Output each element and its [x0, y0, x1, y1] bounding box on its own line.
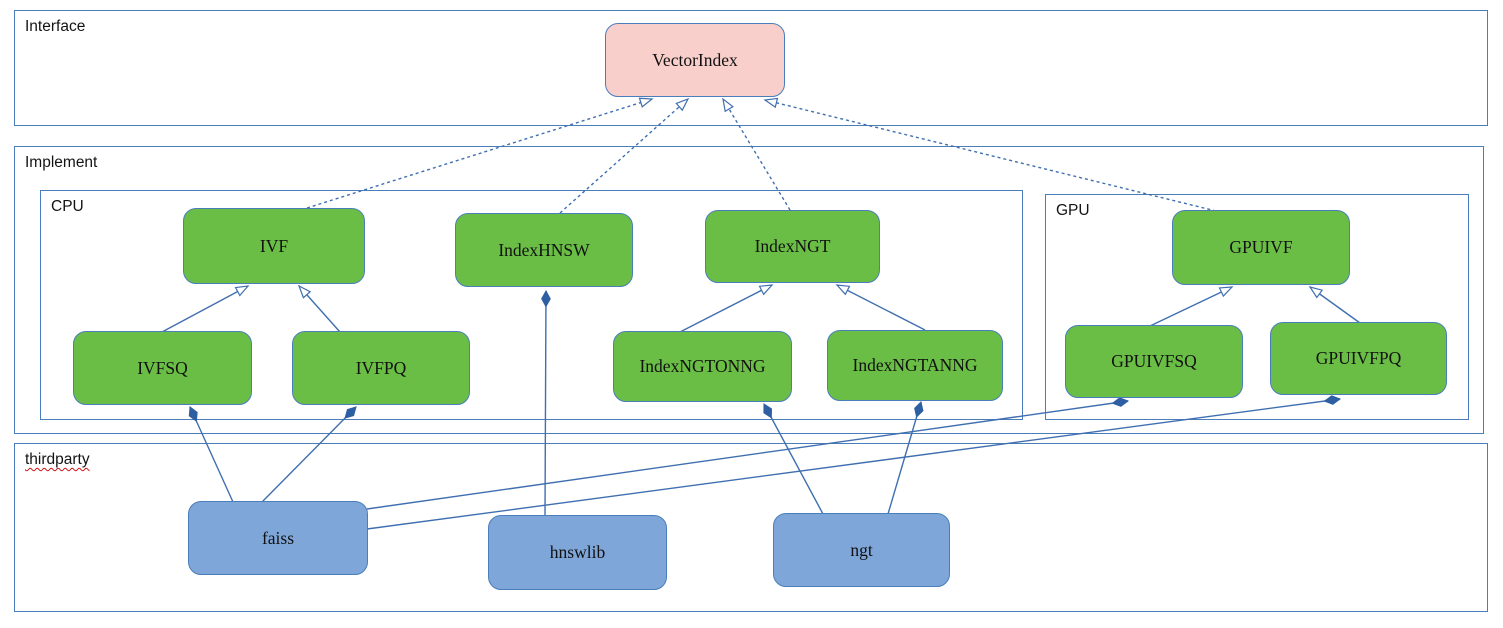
container-cpu-label: CPU	[51, 198, 84, 215]
node-indexhnsw[interactable]: IndexHNSW	[455, 213, 633, 287]
node-ivfsq[interactable]: IVFSQ	[73, 331, 252, 405]
node-indexngtonng[interactable]: IndexNGTONNG	[613, 331, 792, 402]
node-ngt[interactable]: ngt	[773, 513, 950, 587]
node-gpuivfsq[interactable]: GPUIVFSQ	[1065, 325, 1243, 398]
container-implement-label: Implement	[25, 154, 98, 171]
node-ivfpq[interactable]: IVFPQ	[292, 331, 470, 405]
node-faiss[interactable]: faiss	[188, 501, 368, 575]
container-thirdparty-label: thirdparty	[25, 451, 90, 468]
node-indexngt[interactable]: IndexNGT	[705, 210, 880, 283]
node-ivf[interactable]: IVF	[183, 208, 365, 284]
container-gpu-label: GPU	[1056, 202, 1090, 219]
node-hnswlib[interactable]: hnswlib	[488, 515, 667, 590]
node-gpuivfpq[interactable]: GPUIVFPQ	[1270, 322, 1447, 395]
container-interface-label: Interface	[25, 18, 86, 35]
node-gpuivf[interactable]: GPUIVF	[1172, 210, 1350, 285]
node-indexngtanng[interactable]: IndexNGTANNG	[827, 330, 1003, 401]
node-vectorindex[interactable]: VectorIndex	[605, 23, 785, 97]
